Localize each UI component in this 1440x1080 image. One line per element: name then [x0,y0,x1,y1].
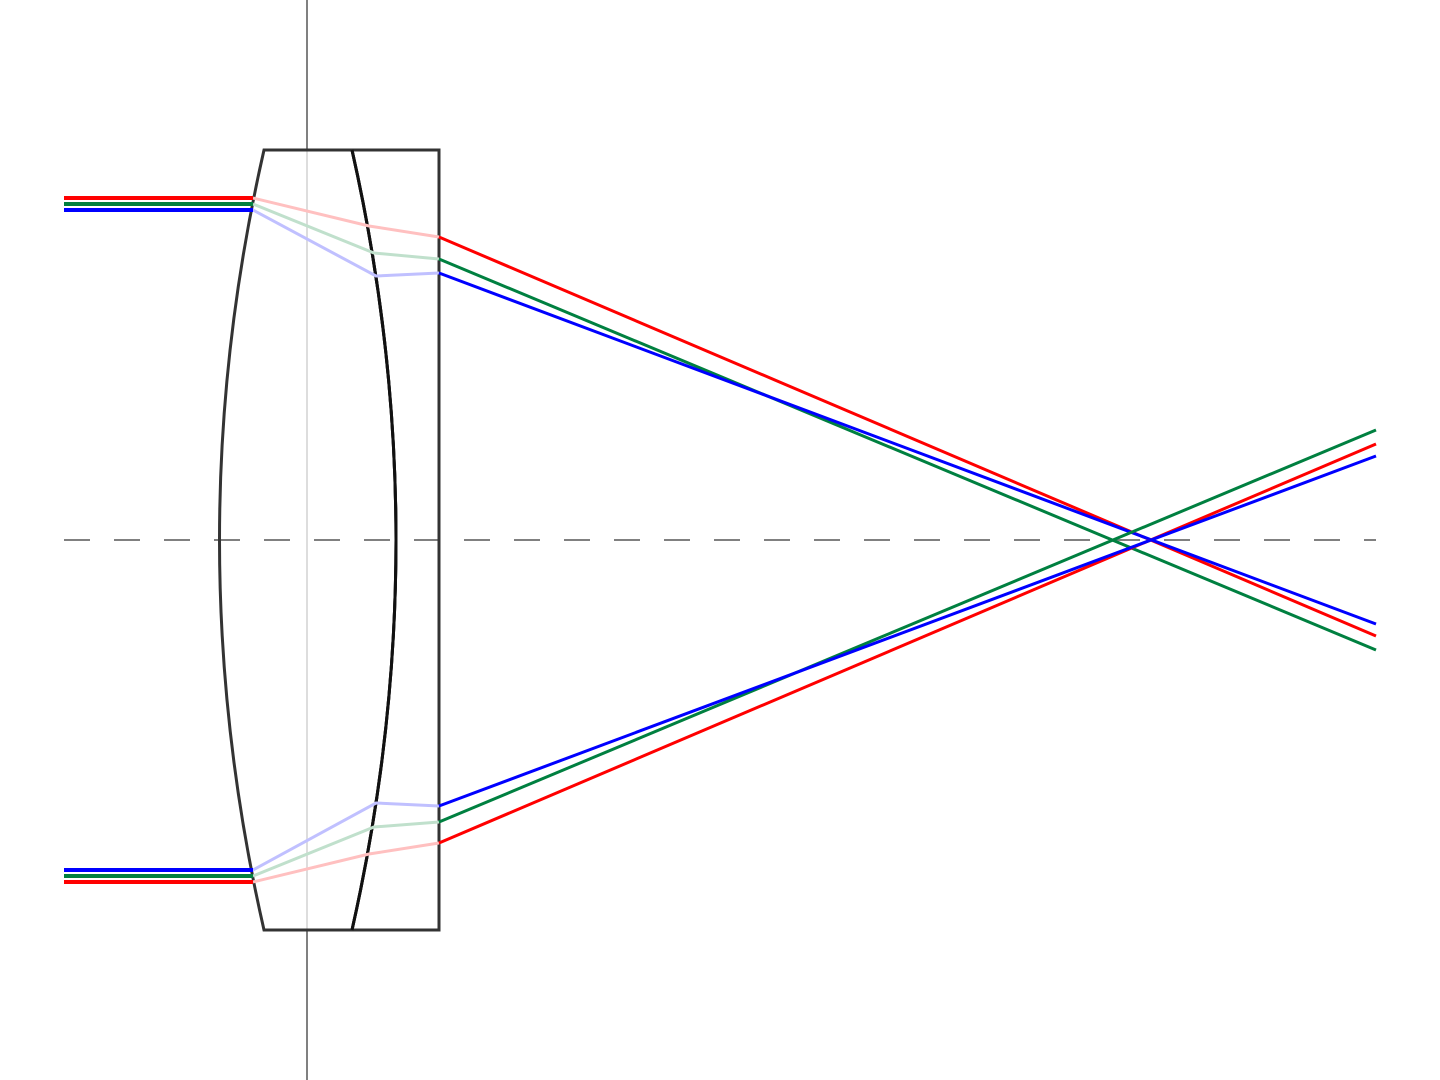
ray-red-upper-outgoing [438,235,1377,638]
ray-blue-lower-internal [252,801,440,872]
ray-green-upper-outgoing [438,257,1377,652]
ray-green-lower-internal [252,820,440,878]
crown-lens-element [218,148,398,932]
ray-blue-upper-internal [252,208,440,278]
incoming-rays [64,196,253,884]
outgoing-rays [438,235,1377,845]
ray-red-lower-outgoing [438,442,1377,845]
ray-blue-lower-outgoing [438,454,1377,808]
ray-blue-upper-outgoing [438,271,1377,626]
cemented-surface [350,149,398,931]
ray-red-lower-internal [252,841,440,884]
ray-green-upper-internal [252,202,440,261]
internal-rays [252,196,440,884]
ray-red-upper-internal [252,196,440,239]
ray-green-lower-outgoing [438,428,1377,824]
